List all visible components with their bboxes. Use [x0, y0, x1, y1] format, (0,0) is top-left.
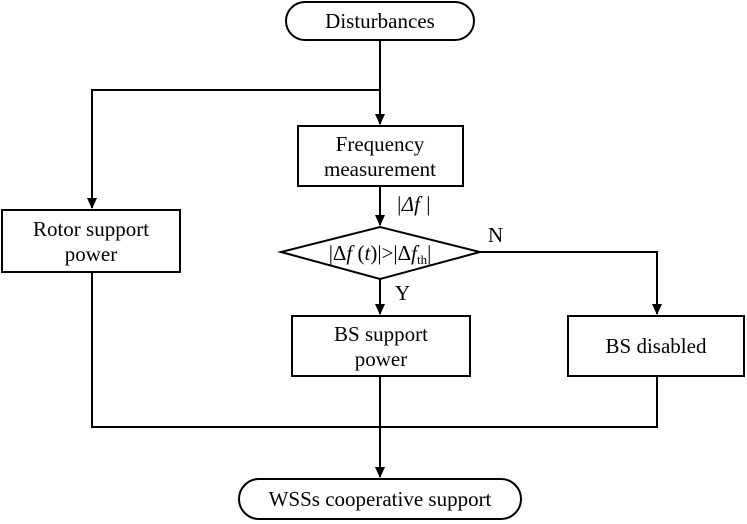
node-bs-support-power: BS support power [291, 315, 471, 377]
connector-disturbances-to-rotor-support [87, 89, 380, 209]
node-frequency-measurement: Frequency measurement [297, 125, 464, 187]
connectors [87, 40, 662, 478]
bs-disabled-label: BS disabled [606, 334, 707, 358]
disturbances-label: Disturbances [325, 9, 435, 33]
edge-label-no: N [488, 223, 503, 247]
node-bs-disabled: BS disabled [567, 315, 745, 377]
terminal-shape [238, 478, 522, 520]
rotor-support-line2: power [65, 242, 117, 266]
node-disturbances: Disturbances [285, 1, 475, 41]
node-wss-cooperative-support: WSSs cooperative support [238, 478, 522, 520]
connector-decision-no [480, 251, 662, 315]
decision-condition-label: |Δf (t)|>|Δfth| [329, 241, 432, 267]
edge-label-yes: Y [395, 281, 410, 305]
node-rotor-support-power: Rotor support power [1, 209, 181, 273]
edge-label-delta-f: |Δf | [396, 192, 431, 216]
bs-support-line1: BS support [334, 322, 428, 346]
bs-support-line2: power [355, 347, 407, 371]
wss-support-label: WSSs cooperative support [269, 487, 492, 511]
node-decision: |Δf (t)|>|Δfth| [277, 225, 484, 281]
frequency-measurement-line2: measurement [324, 157, 436, 181]
process-box [297, 125, 464, 187]
terminal-shape [285, 1, 475, 41]
rotor-support-line1: Rotor support [33, 217, 149, 241]
frequency-measurement-line1: Frequency [336, 132, 425, 156]
connector-merge-line [91, 272, 658, 428]
process-box [1, 209, 181, 273]
process-box [567, 315, 745, 377]
process-box [291, 315, 471, 377]
decision-diamond [277, 225, 484, 281]
